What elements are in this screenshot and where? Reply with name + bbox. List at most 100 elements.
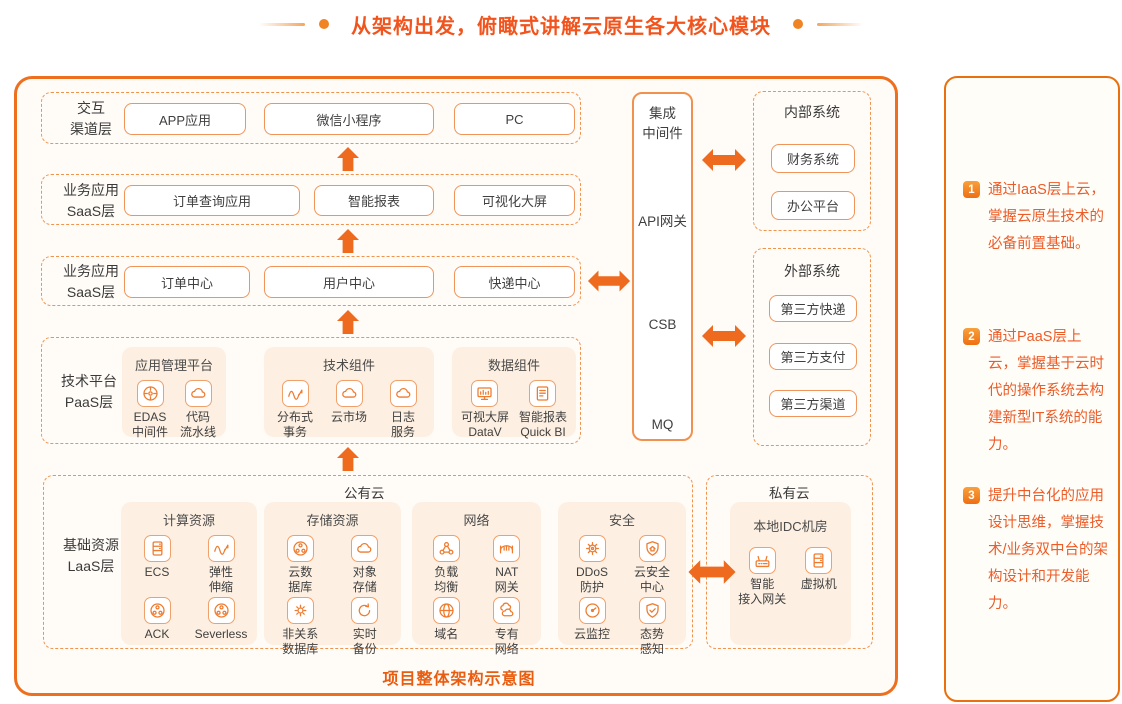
shield-check-icon xyxy=(638,597,666,624)
box-order-query-app: 订单查询应用 xyxy=(124,185,300,216)
group-title: 数据组件 xyxy=(487,358,540,373)
wave-icon xyxy=(281,380,309,407)
arrow-left-right-icon xyxy=(699,146,749,174)
router-icon xyxy=(748,547,776,574)
iaas-group-security: 安全 DDoS 防护 云安全 中心 云监控 xyxy=(558,502,686,656)
decor-dot-left xyxy=(319,19,329,29)
box-pc: PC xyxy=(454,103,575,135)
arrow-up-icon xyxy=(335,228,361,254)
middleware-column: 集成 中间件 API网关 CSB MQ xyxy=(632,92,693,441)
report-icon xyxy=(529,380,557,407)
group-title: 技术组件 xyxy=(322,358,375,373)
cloud-icon xyxy=(351,535,379,562)
iaas-item-ddos: DDoS 防护 xyxy=(564,535,619,595)
iaas-item-realtime-backup: 实时 备份 xyxy=(335,597,394,657)
clouds-icon xyxy=(493,597,521,624)
iaas-group-network: 网络 负载 均衡 NAT 网关 域名 xyxy=(412,502,541,656)
paas-group-app-mgmt: 应用管理平台 EDAS 中间件 代码 流水线 xyxy=(122,347,226,440)
globe-icon xyxy=(432,597,460,624)
box-app: APP应用 xyxy=(124,103,246,135)
iaas-item-cloud-monitor: 云监控 xyxy=(564,597,619,642)
decor-line-right xyxy=(817,22,863,26)
arrow-up-icon xyxy=(335,309,361,335)
note-badge: 1 xyxy=(963,181,980,198)
note-badge: 3 xyxy=(963,487,980,504)
box-express-center: 快递中心 xyxy=(454,266,575,298)
arrow-left-right-icon xyxy=(687,557,737,587)
box-thirdparty-channel: 第三方渠道 xyxy=(769,390,857,417)
box-smart-report: 智能报表 xyxy=(314,185,434,216)
arrow-up-icon xyxy=(335,446,361,472)
iaas-item-nosql-db: 非关系 数据库 xyxy=(271,597,330,657)
note-item-1: 1 通过IaaS层上云，掌握云原生技术的必备前置基础。 xyxy=(963,177,1109,258)
layer-channels: 交互 渠道层 APP应用 微信小程序 PC xyxy=(41,92,581,144)
iaas-item-smart-gateway: 智能 接入网关 xyxy=(736,547,788,607)
iaas-item-domain: 域名 xyxy=(418,597,474,642)
arrow-left-right-icon xyxy=(587,267,631,295)
gear-icon xyxy=(286,597,314,624)
note-item-3: 3 提升中台化的应用设计思维，掌握技术/业务双中台的架构设计和开发能力。 xyxy=(963,483,1109,618)
share-nodes-icon xyxy=(432,535,460,562)
cluster-icon xyxy=(207,597,235,624)
arrow-left-right-icon xyxy=(699,322,749,350)
paas-group-data: 数据组件 可视大屏 DataV 智能报表 Quick BI xyxy=(452,347,576,440)
group-title: 网络 xyxy=(463,513,490,528)
layer-iaas-label: 基础资源 LaaS层 xyxy=(63,537,119,574)
mw-csb: CSB xyxy=(648,317,677,332)
iaas-item-load-balancer: 负载 均衡 xyxy=(418,535,474,595)
iaas-group-compute: 计算资源 ECS 弹性 伸缩 ACK xyxy=(121,502,257,645)
internal-systems: 内部系统 财务系统 办公平台 xyxy=(753,91,871,231)
iaas-item-vm: 虚拟机 xyxy=(793,547,845,592)
internal-systems-title: 内部系统 xyxy=(784,104,840,120)
architecture-panel: 交互 渠道层 APP应用 微信小程序 PC 业务应用 SaaS层 订单查询应用 … xyxy=(14,76,898,696)
layer-iaas-private: 私有云 本地IDC机房 智能 接入网关 虚拟机 xyxy=(706,475,873,649)
layer-saas-centers: 业务应用 SaaS层 订单中心 用户中心 快递中心 xyxy=(41,256,581,306)
paas-item-distributed-tx: 分布式 事务 xyxy=(270,380,320,440)
iaas-item-serverless: Severless xyxy=(192,597,251,642)
decor-line-left xyxy=(259,22,305,26)
mw-integration: 集成 中间件 xyxy=(642,106,683,141)
group-title: 应用管理平台 xyxy=(134,358,213,373)
arrow-up-icon xyxy=(335,146,361,172)
box-visual-screen: 可视化大屏 xyxy=(454,185,575,216)
bridge-icon xyxy=(493,535,521,562)
layer-paas: 技术平台 PaaS层 应用管理平台 EDAS 中间件 代码 流水线 技术组件 xyxy=(41,337,581,444)
external-systems: 外部系统 第三方快递 第三方支付 第三方渠道 xyxy=(753,248,871,446)
mw-api-gateway: API网关 xyxy=(638,214,687,229)
iaas-group-storage: 存储资源 云数 据库 对象 存储 非关系 数据库 xyxy=(264,502,401,656)
cloud-icon xyxy=(184,380,212,407)
paas-item-datav: 可视大屏 DataV xyxy=(458,380,511,440)
note-item-2: 2 通过PaaS层上云，掌握基于云时代的操作系统去构建新型IT系统的能力。 xyxy=(963,324,1109,459)
server-icon xyxy=(805,547,833,574)
box-order-center: 订单中心 xyxy=(124,266,250,298)
page-title: 从架构出发，俯瞰式讲解云原生各大核心模块 xyxy=(351,15,771,38)
layer-saas-apps: 业务应用 SaaS层 订单查询应用 智能报表 可视化大屏 xyxy=(41,174,581,225)
box-wechat-miniprogram: 微信小程序 xyxy=(264,103,434,135)
box-thirdparty-express: 第三方快递 xyxy=(769,295,857,322)
paas-item-edas: EDAS 中间件 xyxy=(128,380,172,440)
bug-icon xyxy=(578,535,606,562)
refresh-icon xyxy=(351,597,379,624)
layer-iaas-public: 基础资源 LaaS层 公有云 计算资源 ECS 弹性 伸缩 ACK xyxy=(43,475,693,656)
shield-icon xyxy=(638,535,666,562)
group-title: 安全 xyxy=(608,513,635,528)
paas-item-code-pipeline: 代码 流水线 xyxy=(176,380,220,440)
private-cloud-label: 私有云 xyxy=(769,486,810,501)
notes-panel: 1 通过IaaS层上云，掌握云原生技术的必备前置基础。 2 通过PaaS层上云，… xyxy=(944,76,1120,702)
cloud-icon xyxy=(389,380,417,407)
iaas-item-situation-awareness: 态势 感知 xyxy=(624,597,679,657)
iaas-item-elastic-scaling: 弹性 伸缩 xyxy=(192,535,251,595)
iaas-item-security-center: 云安全 中心 xyxy=(624,535,679,595)
layer-saas-apps-label: 业务应用 SaaS层 xyxy=(63,181,119,219)
iaas-item-vpc: 专有 网络 xyxy=(479,597,535,657)
iaas-item-cloud-db: 云数 据库 xyxy=(271,535,330,595)
public-cloud-label: 公有云 xyxy=(344,486,385,501)
header: 从架构出发，俯瞰式讲解云原生各大核心模块 xyxy=(0,0,1122,48)
group-title: 计算资源 xyxy=(162,513,215,528)
iaas-item-ack: ACK xyxy=(128,597,187,642)
box-finance-system: 财务系统 xyxy=(771,144,855,173)
note-badge: 2 xyxy=(963,328,980,345)
box-thirdparty-payment: 第三方支付 xyxy=(769,343,857,370)
mw-mq: MQ xyxy=(651,417,674,432)
